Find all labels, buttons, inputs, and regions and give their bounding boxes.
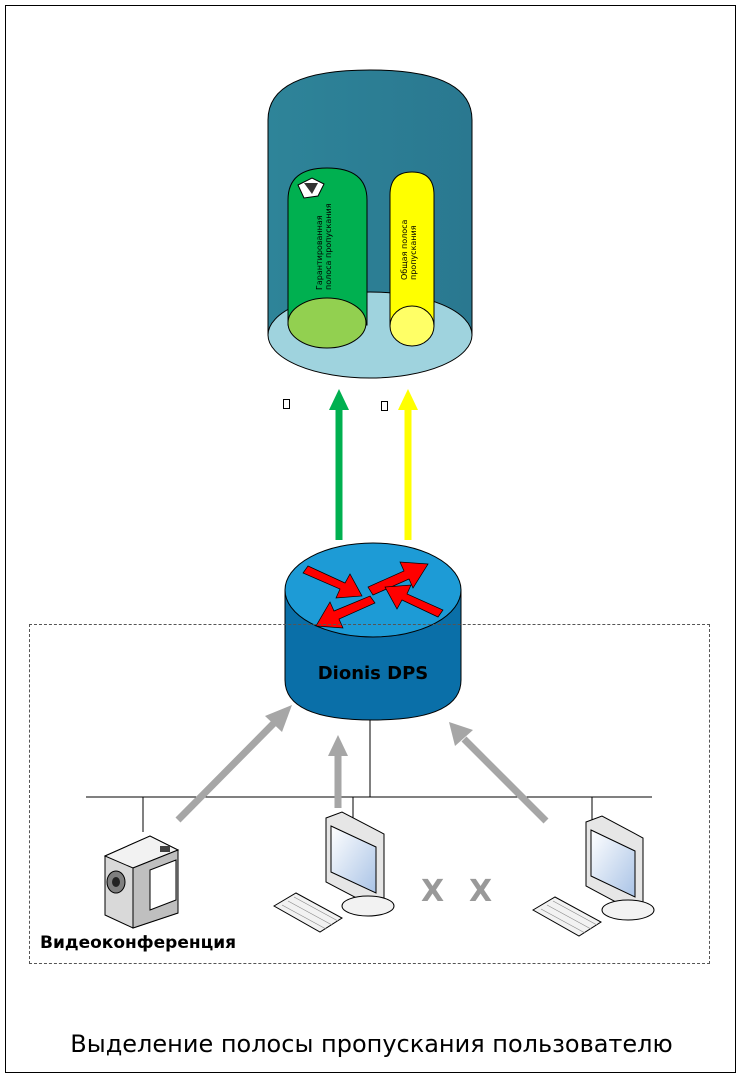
computer-icon-2 [532, 815, 655, 937]
guaranteed-band-label: Гарантированная полоса пропускания [315, 203, 333, 290]
yellow-arrow [398, 389, 418, 540]
small-box-left [283, 399, 290, 409]
video-camera-icon [103, 835, 180, 929]
lan-boundary [29, 624, 710, 964]
small-box-right [381, 401, 388, 411]
gray-arrow-camera [175, 705, 292, 823]
green-arrow [329, 389, 349, 540]
gray-arrow-pc1 [328, 735, 348, 808]
separator-x-1: X [421, 874, 445, 909]
shared-band-tube [389, 171, 435, 347]
guaranteed-band-tube [287, 167, 368, 349]
separator-x-2: X [469, 874, 493, 909]
shared-band-label: Общая полоса пропускания [400, 220, 418, 280]
gray-arrow-pc2 [449, 722, 549, 824]
router-icon [284, 542, 462, 721]
diagram-frame [5, 5, 736, 1073]
video-conference-label: Видеоконференция [40, 933, 237, 953]
router-label: Dionis DPS [317, 663, 429, 684]
guaranteed-band-label-line2: полоса пропускания [324, 203, 333, 290]
shared-band-label-line1: Общая полоса [400, 219, 409, 280]
guaranteed-band-label-line1: Гарантированная [315, 215, 324, 290]
computer-icon-1 [273, 811, 395, 933]
lan-bus [86, 718, 652, 832]
bandwidth-device-icon [297, 177, 325, 199]
shared-band-label-line2: пропускания [409, 225, 418, 280]
diagram-caption: Выделение полосы пропускания пользовател… [70, 1030, 673, 1058]
